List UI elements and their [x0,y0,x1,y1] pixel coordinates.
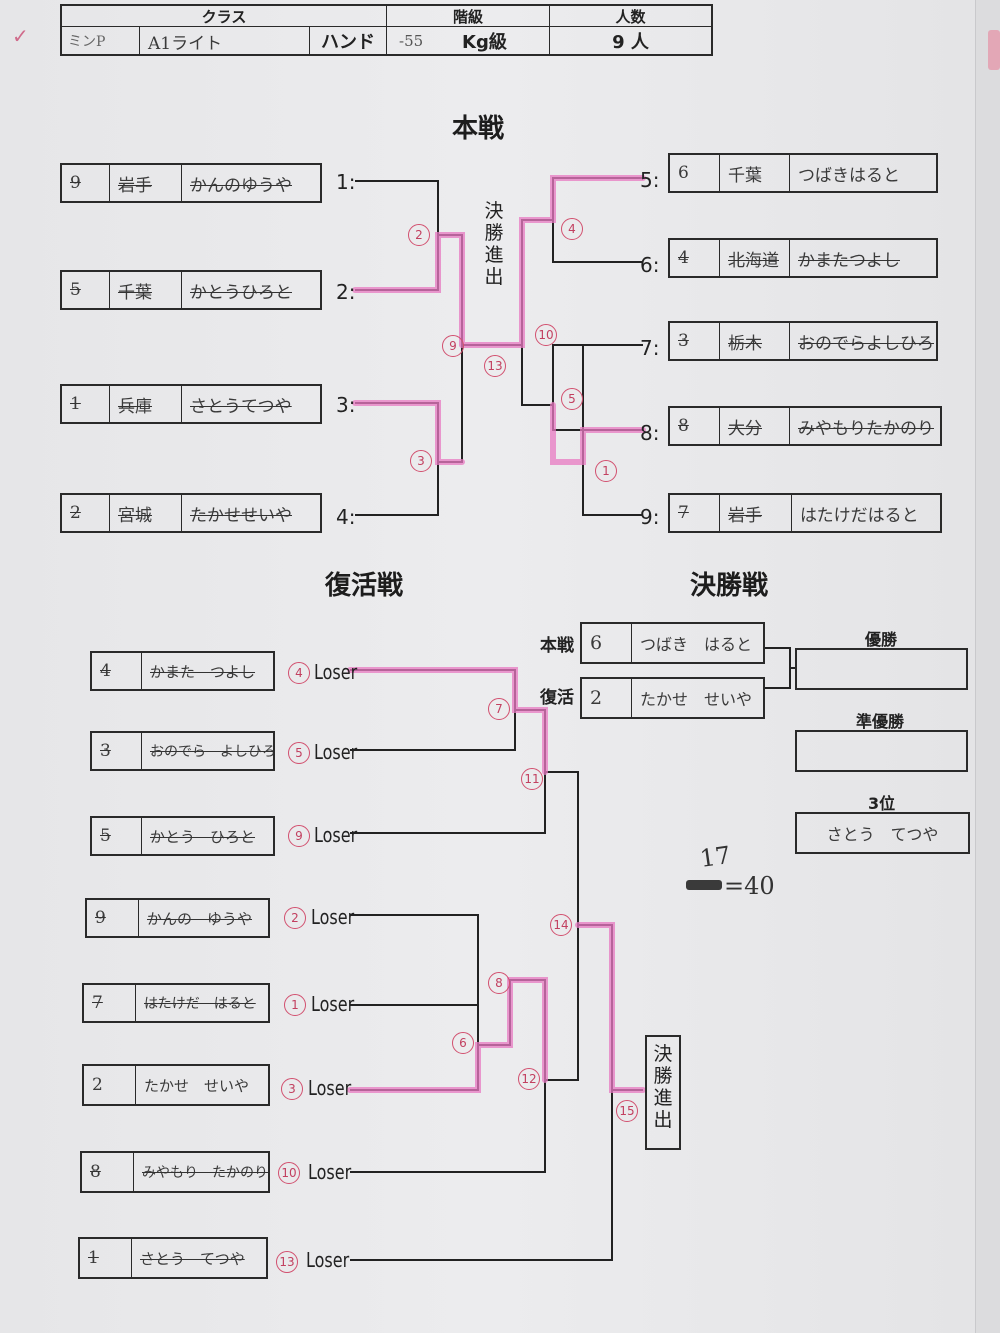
loser-label: Loser [308,1160,352,1184]
main-entry-3: 1 兵庫 さとうてつや [60,384,322,424]
loser-ref: 10 [278,1162,300,1184]
loser-ref: 3 [281,1078,303,1100]
main-match-number: 3 [410,450,432,472]
loser-ref: 9 [288,825,310,847]
class-name: A1ライト [140,26,310,56]
main-entry-4: 2 宮城 たかせせいや [60,493,322,533]
main-entry-9: 7 岩手 はたけだはると [668,493,942,533]
rep-match-number: 8 [488,972,510,994]
main-entry-8: 8 大分 みやもりたかのり [668,406,942,446]
winner-label: 優勝 [865,630,898,649]
repechage-title: 復活戦 [325,571,404,601]
slot-8: 8: [640,421,660,445]
rep-entry-7: 8 みやもり たかのり [80,1151,270,1193]
header-table: クラス 階級 人数 ミンP A1ライト ハンド -55 Kg級 9 人 [60,4,713,56]
main-match-number: 5 [561,388,583,410]
loser-ref: 2 [284,907,306,929]
runnerup-label: 準優勝 [856,712,905,731]
main-match-number: 2 [408,224,430,246]
third-box: さとう てつや [795,812,970,854]
weight-value: -55 [399,32,424,50]
slot-6: 6: [640,253,660,277]
loser-ref: 4 [288,662,310,684]
check-mark: ✓ [12,24,29,48]
paper-edge [975,0,1000,1333]
pink-tab [988,30,1000,70]
grade-label: 階級 [387,6,550,26]
slot-2: 2: [336,280,356,304]
loser-label: Loser [314,740,358,764]
third-label: 3位 [868,794,896,813]
loser-ref: 1 [284,994,306,1016]
count-label: 人数 [615,7,646,26]
player-count: 9 人 [612,32,649,53]
final-main-label: 本戦 [540,636,574,656]
class-code: ミンP [62,26,140,56]
loser-label: Loser [308,1076,352,1100]
loser-label: Loser [314,823,358,847]
rep-entry-1: 4 かまた つよし [90,651,275,691]
final-title: 決勝戦 [690,571,769,601]
rep-final-advance-box: 決勝進出 [645,1035,681,1150]
loser-label: Loser [314,660,358,684]
main-match-number: 1 [595,460,617,482]
main-final-advance-label: 決勝進出 [484,200,504,288]
slot-9: 9: [640,505,660,529]
final-rep-entry: 2 たかせ せいや [580,677,765,719]
main-entry-7: 3 栃木 おのでらよしひろ [668,321,938,361]
class-label: クラス [62,6,387,26]
loser-ref: 13 [276,1251,298,1273]
loser-label: Loser [311,905,355,929]
loser-label: Loser [306,1248,350,1272]
slot-1: 1: [336,170,356,194]
rep-entry-3: 5 かとう ひろと [90,816,275,856]
rep-match-number: 15 [616,1100,638,1122]
slot-3: 3: [336,393,356,417]
scribble-mark [686,880,722,890]
rep-match-number: 12 [518,1068,540,1090]
rep-entry-5: 7 はたけだ はると [82,983,270,1023]
rep-entry-6: 2 たかせ せいや [82,1064,270,1106]
event-type: ハンド [310,26,387,56]
handwritten-note-1: 17 [698,841,733,873]
winner-box [795,648,968,690]
rep-entry-4: 9 かんの ゆうや [85,898,270,938]
rep-entry-8: 1 さとう てつや [78,1237,268,1279]
loser-ref: 5 [288,742,310,764]
slot-5: 5: [640,168,660,192]
main-match-number: 9 [442,335,464,357]
main-entry-5: 6 千葉 つばきはると [668,153,938,193]
main-entry-2: 5 千葉 かとうひろと [60,270,322,310]
weight-unit: Kg級 [462,26,550,56]
final-main-entry: 6 つばき はると [580,622,765,664]
slot-7: 7: [640,336,660,360]
rep-match-number: 7 [488,698,510,720]
rep-entry-2: 3 おのでら よしひろ [90,731,275,771]
main-title: 本戦 [452,114,505,144]
final-rep-label: 復活 [540,688,574,708]
rep-match-number: 6 [452,1032,474,1054]
rep-match-number: 11 [521,768,543,790]
rep-match-number: 14 [550,914,572,936]
main-match-number: 4 [561,218,583,240]
runnerup-box [795,730,968,772]
main-entry-1: 9 岩手 かんのゆうや [60,163,322,203]
handwritten-note-2: =40 [724,872,775,900]
main-entry-6: 4 北海道 かまたつよし [668,238,938,278]
main-match-number: 10 [535,324,557,346]
paper-sheet [0,0,975,1333]
loser-label: Loser [311,992,355,1016]
main-match-number: 13 [484,355,506,377]
slot-4: 4: [336,505,356,529]
